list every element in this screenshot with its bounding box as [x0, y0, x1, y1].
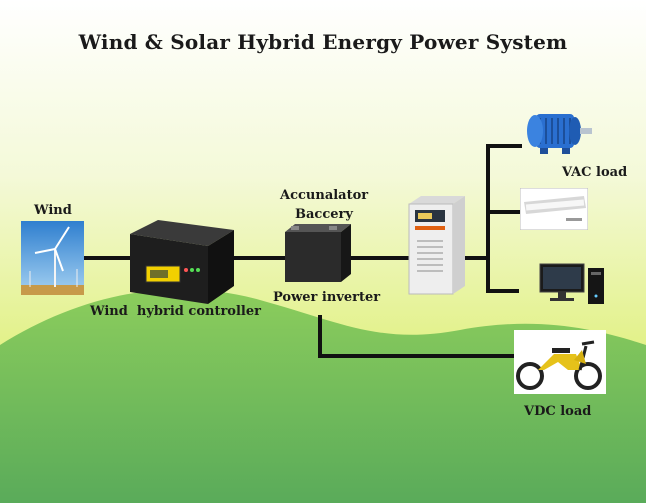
battery-label-line1: Accunalator [280, 188, 369, 203]
controller-label: Wind hybrid controller [90, 304, 261, 319]
battery-label-line2: Baccery [295, 207, 353, 222]
diagram-title: Wind & Solar Hybrid Energy Power System [78, 30, 568, 54]
controller-box-icon [130, 220, 234, 304]
vdc-load-label: VDC load [524, 404, 592, 419]
electric-scooter-icon [514, 330, 606, 394]
inverter-label: Power inverter [273, 290, 381, 305]
vac-load-label: VAC load [562, 165, 628, 180]
green-hill [0, 289, 646, 503]
computer-icon [539, 263, 604, 304]
inverter-cabinet-icon [408, 196, 465, 295]
wind-turbine-icon [21, 221, 84, 295]
electric-motor-icon [527, 114, 592, 154]
battery-icon [285, 224, 351, 282]
wire-dc-load [318, 315, 522, 358]
wind-label: Wind [34, 203, 72, 218]
fluorescent-lamp-icon [520, 188, 588, 230]
